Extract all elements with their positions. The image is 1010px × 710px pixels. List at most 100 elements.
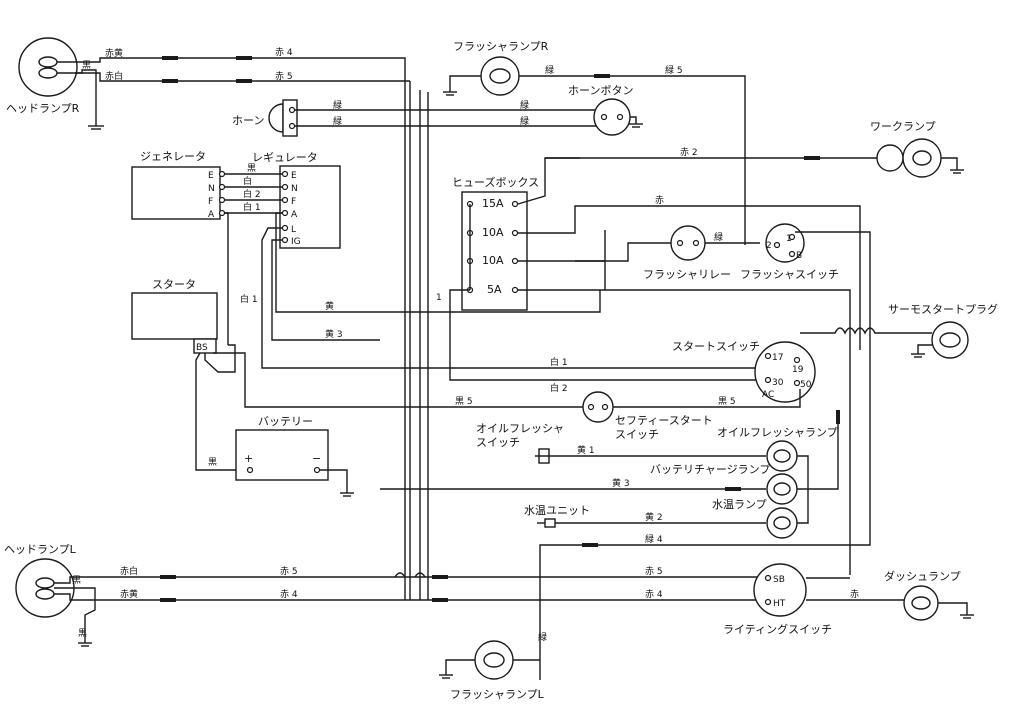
oil-pressure-switch [535,448,553,464]
wire-label-lh-kuro-gnd: 黒 [78,628,87,639]
wire-label-one: 1 [436,293,442,303]
headlamp-r [18,37,78,97]
wire-label-aka: 赤 [655,195,664,206]
light-sw-sb: SB [773,575,785,585]
gen-terminal-f: F [208,197,213,207]
regulator [279,165,341,249]
water-temp-lamp [766,507,798,539]
battery-label: バッテリー [258,415,313,428]
horn-button [593,98,643,136]
fuse-box [461,191,528,311]
start-sw-30: 30 [772,378,784,388]
safety-start-switch [582,391,614,423]
wire-label-lh-aka-shiro: 赤白 [120,565,138,577]
start-sw-19: 19 [792,365,804,375]
battery [235,429,354,497]
fuse-5a: 5A [487,283,502,296]
flasher-sw-term-1: 1 [786,234,792,244]
wire-label-hb-midori-1: 緑 [520,99,529,111]
oil-pressure-lamp [766,440,798,472]
wire-label-shiro2-ss: 白 2 [550,382,568,394]
wire-label-midori4: 緑 4 [645,533,663,545]
battery-charge-lamp [766,473,798,505]
wire-label-gen-kuro: 黒 [247,163,256,174]
wire-label-fll-midori: 緑 [538,631,547,643]
start-switch [754,341,816,403]
wire-label-horn-midori-1: 緑 [333,99,342,111]
flasher-relay [670,225,706,261]
work-lamp [876,138,964,178]
flasher-sw-term-b: B [796,251,802,261]
start-sw-ac: AC [762,390,774,400]
wire-label-aka4-bottom: 赤 4 [280,589,298,600]
wire-label-reg-ki3: 黄 3 [325,328,343,340]
flasher-relay-label: フラッシャリレー [643,268,731,281]
horn-label: ホーン [232,114,264,127]
reg-terminal-a: A [291,210,298,220]
thermo-start-plug [911,321,969,359]
wire-label-rh-kuro: 黒 [82,60,91,71]
lighting-switch-label: ライティングスイッチ [723,622,832,636]
fuse-10a-1: 10A [482,226,504,239]
gen-terminal-a: A [208,210,215,220]
wire-label-flr-midori: 緑 [545,64,554,76]
water-temp-unit-label: 水温ユニット [524,504,590,517]
wire-label-kuro5-b: 黒 5 [718,396,736,407]
wire-label-gen-shiro: 白 [243,175,252,187]
wire-label-aka5-top: 赤 5 [275,71,293,82]
flasher-lamp-r [443,56,520,96]
oil-pressure-switch-label-2: スイッチ [476,436,520,449]
start-switch-label: スタートスイッチ [672,340,760,353]
wire-label-rh-aka-shiro: 赤白 [105,70,123,82]
water-temp-unit [537,518,556,528]
wire-label-gen-shiro1: 白 1 [243,201,261,213]
wire-label-lh-kuro: 黒 [72,575,81,586]
safety-start-label-2: スイッチ [615,428,659,441]
wire-label-lh-aka-ki: 赤黄 [120,588,138,600]
work-lamp-label: ワークランプ [870,120,936,133]
wire-label-reg-ki: 黄 [325,300,334,312]
wire-label-shiro1-ss: 白 1 [550,356,568,368]
reg-terminal-ig: IG [291,237,301,247]
wire-label-aka5-ls: 赤 5 [645,566,663,577]
wire-label-aka2: 赤 2 [680,147,698,158]
wire-label-kuro5-a: 黒 5 [455,396,473,407]
wire-label-reg-shiro1: 白 1 [240,293,258,305]
generator [131,166,226,220]
oil-pressure-switch-label-1: オイルフレッシャ [476,422,564,435]
fuse-10a-2: 10A [482,254,504,267]
headlamp-l-label: ヘッドランプL [4,543,77,556]
horn [268,99,298,137]
battery-charge-lamp-label: バッテリチャージランプ [650,463,770,476]
horn-button-label: ホーンボタン [568,84,633,97]
safety-start-label-1: セフティースタート [615,414,713,427]
wire-label-aka5-bottom: 赤 5 [280,566,298,577]
light-sw-ht: HT [773,599,786,609]
fuse-box-label: ヒューズボックス [452,175,539,189]
flasher-switch-label: フラッシャスイッチ [740,268,839,281]
start-sw-17: 17 [772,353,783,363]
flasher-switch [765,223,805,263]
thermo-start-plug-label: サーモスタートプラグ [888,302,998,316]
flasher-sw-term-2: 2 [766,241,772,251]
flasher-lamp-l [439,640,514,680]
wire-label-dash-aka: 赤 [850,589,859,600]
dash-lamp-label: ダッシュランプ [884,569,961,583]
reg-terminal-f: F [291,197,296,207]
wire-label-ki2: 黄 2 [645,511,663,523]
wire-label-relay-midori: 緑 [714,231,723,243]
battery-minus: − [312,452,321,465]
flasher-lamp-l-label: フラッシャランプL [450,688,545,701]
fuse-15a: 15A [482,197,504,210]
reg-terminal-e: E [291,171,297,181]
headlamp-r-label: ヘッドランプR [6,102,80,115]
wire-label-hb-midori-2: 緑 [520,115,529,127]
starter-bs: BS [196,343,208,353]
starter-label: スタータ [152,278,196,291]
wire-label-flr-midori5: 緑 5 [665,64,683,76]
reg-terminal-n: N [291,184,298,194]
headlamp-l [15,558,75,618]
wire-label-aka4-ls: 赤 4 [645,589,663,600]
flasher-lamp-r-label: フラッシャランプR [453,40,549,53]
